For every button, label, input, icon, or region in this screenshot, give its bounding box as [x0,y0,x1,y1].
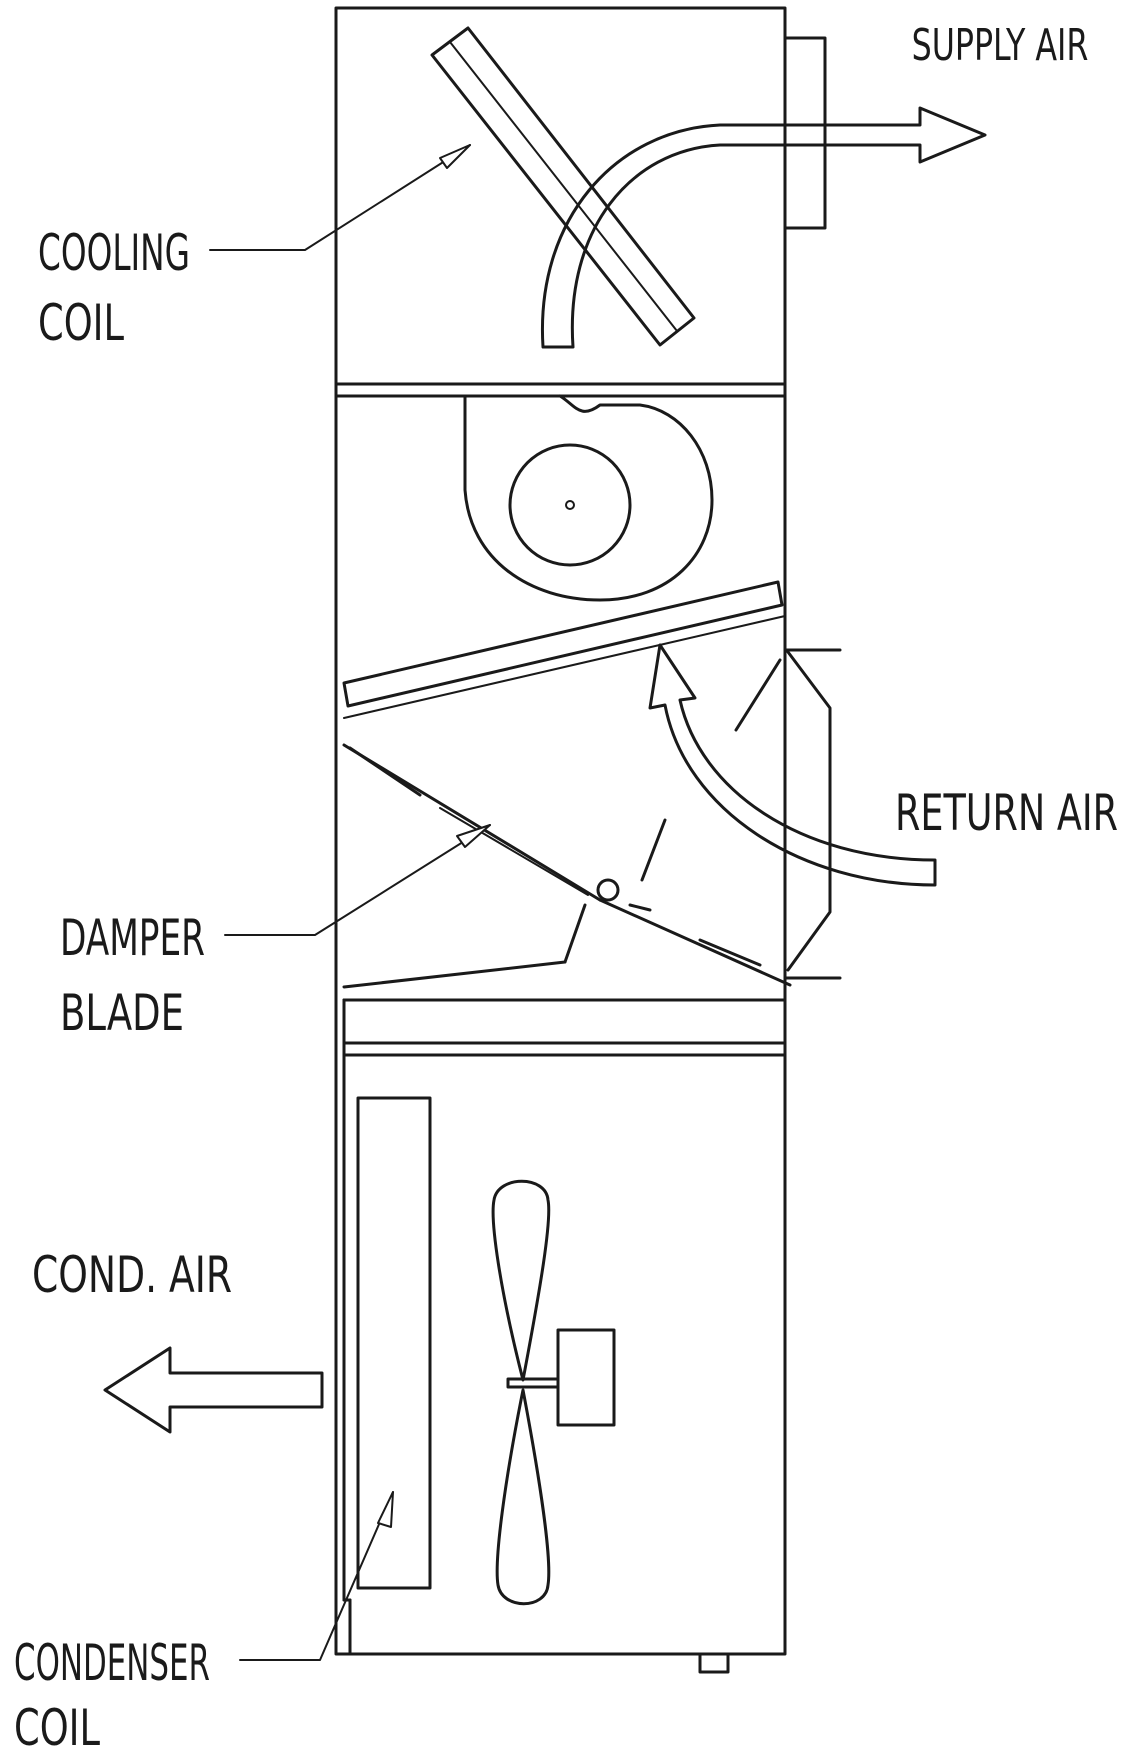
labels: SUPPLY AIR COOLING COIL RETURN AIR DAMPE… [14,20,1118,1754]
condenser-coil-label-line2: COIL [14,1699,100,1754]
fan-motor [556,1328,616,1427]
filter [342,580,786,719]
cooling-coil-label-line1: COOLING [38,224,190,282]
return-air-arrow [648,643,937,887]
supply-air-collar [783,36,827,230]
cooling-coil-label-line2: COIL [38,294,124,352]
cooling-coil [430,26,696,347]
supply-air-arrow [540,106,987,349]
cond-air-arrow [103,1346,324,1434]
condenser-coil [356,1096,432,1590]
supply-air-label: SUPPLY AIR [912,20,1089,71]
unit-cabinet [334,6,787,1674]
condenser-coil-label-line1: CONDENSER [14,1634,210,1692]
damper-blade-label-line2: BLADE [60,984,184,1042]
blower-housing [463,394,714,602]
damper-assembly [342,743,792,1002]
leader-lines [209,144,491,1661]
cond-air-label: COND. AIR [32,1246,232,1304]
return-air-opening [734,648,842,980]
damper-blade-label-line1: DAMPER [60,909,205,967]
return-air-label: RETURN AIR [895,784,1118,842]
condenser-fan [491,1179,560,1606]
